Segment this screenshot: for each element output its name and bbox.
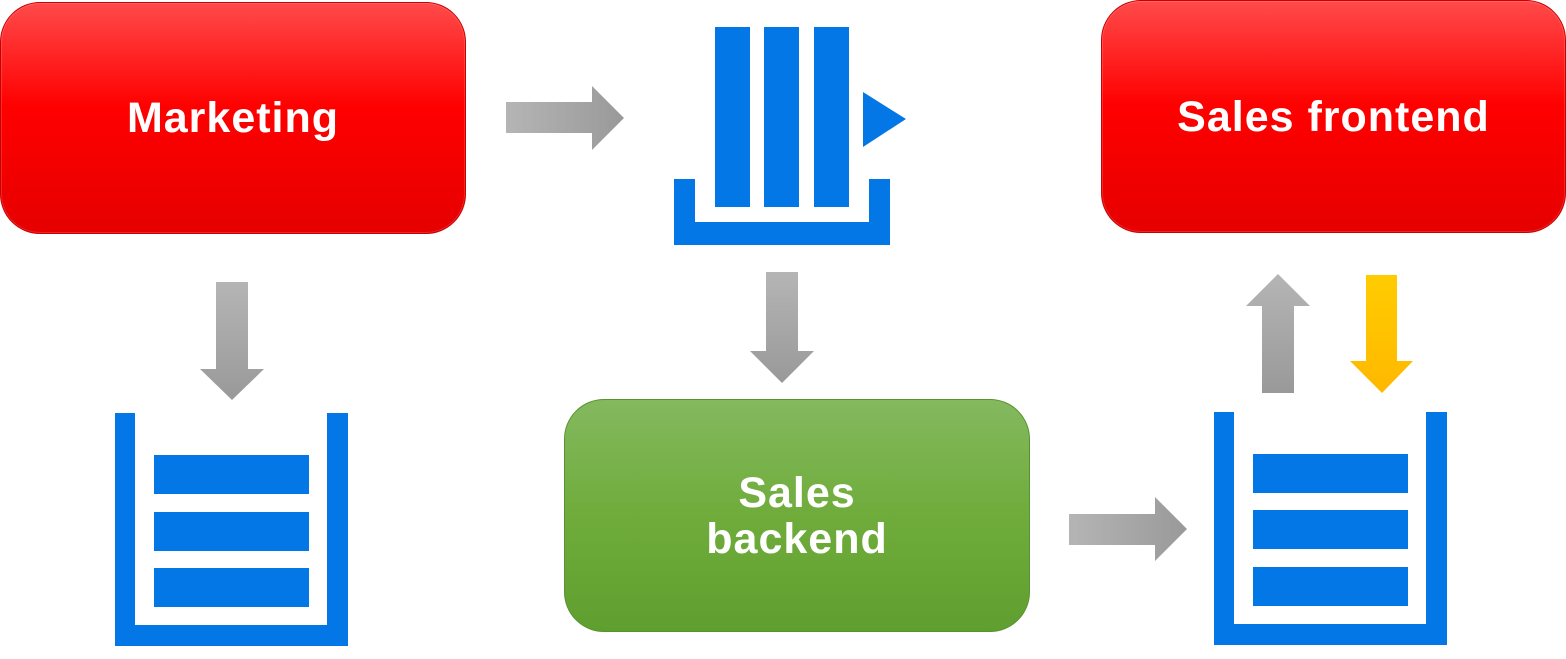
sales-backend-label-line1: Sales [738,468,856,517]
queue-left-item-3 [154,568,309,607]
sales-frontend-label: Sales frontend [1177,92,1490,141]
sales-backend-label: Sales backend [706,470,887,562]
arrow-frontend-to-queue-icon [1350,275,1413,393]
marketing-node: Marketing [0,2,466,234]
sales-backend-node: Sales backend [564,399,1030,632]
queue-right-item-1 [1253,454,1408,493]
queue-right-item-2 [1253,510,1408,549]
queue-left-icon [115,413,348,646]
arrow-queue-to-frontend-icon [1246,274,1310,393]
stream-bar-3 [814,27,849,207]
arrow-marketing-to-queue-icon [200,282,264,400]
queue-left-item-2 [154,512,309,551]
stream-bar-2 [764,27,799,207]
stream-play-triangle [863,92,906,147]
sales-backend-label-line2: backend [706,514,888,563]
marketing-label: Marketing [126,94,340,142]
queue-left-item-1 [154,455,309,494]
stream-bar-1 [715,27,750,207]
arrow-marketing-to-stream-icon [506,86,624,150]
stream-processor-icon [674,27,906,245]
arrow-backend-to-queue-icon [1069,497,1187,561]
queue-right-item-3 [1253,567,1408,606]
sales-frontend-node: Sales frontend [1101,0,1566,233]
stream-tray [674,179,890,245]
arrow-stream-to-backend-icon [750,272,814,383]
queue-right-icon [1214,412,1447,645]
